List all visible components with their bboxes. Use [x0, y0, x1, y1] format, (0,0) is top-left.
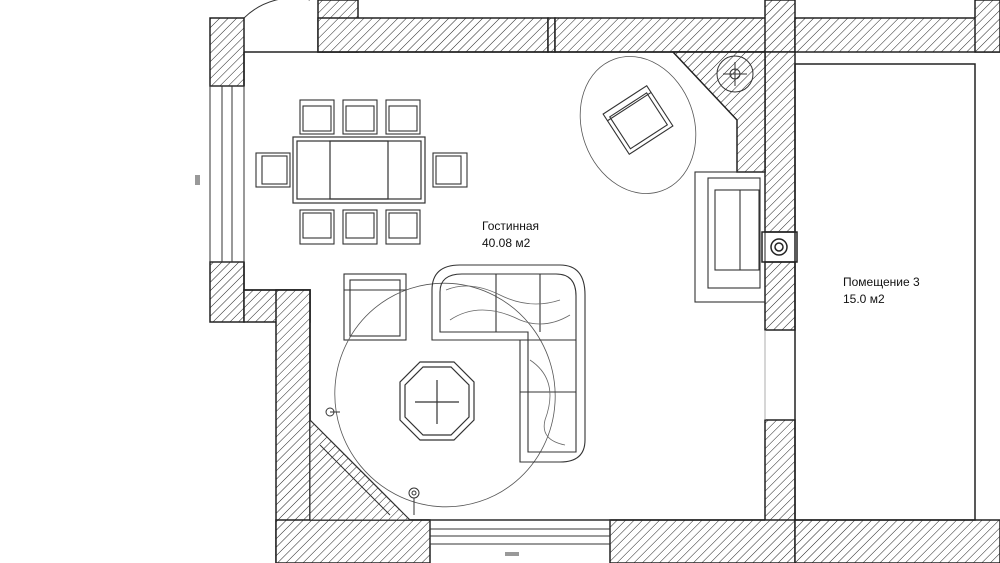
window-left-marker: [195, 175, 200, 185]
armchair-left: [343, 273, 407, 341]
chair-top-1: [299, 99, 335, 135]
window-bottom: [429, 519, 611, 545]
coffee-table-octagon: [399, 361, 475, 441]
chair-bottom-1: [299, 209, 335, 245]
stair-niche: [309, 418, 412, 521]
window-bottom-marker: [505, 552, 519, 556]
wall-left-lower: [209, 261, 245, 323]
room-area: 15.0 м2: [843, 292, 885, 306]
armchair-right-wall: [694, 171, 766, 303]
wall-bottom-far: [794, 519, 1000, 563]
room-label-living: Гостинная 40.08 м2: [482, 218, 539, 252]
room-name: Помещение 3: [843, 275, 920, 289]
chair-left: [255, 152, 291, 188]
dining-table: [292, 136, 426, 204]
wall-top-right: [554, 17, 796, 53]
wall-top-far-right: [794, 17, 1000, 53]
room-label-room3: Помещение 3 15.0 м2: [843, 274, 920, 308]
wall-right-lower: [764, 261, 796, 331]
floor-lamp-small-1: [325, 407, 340, 417]
chair-top-2: [342, 99, 378, 135]
floor-lamp-small-2: [408, 487, 420, 515]
room-area: 40.08 м2: [482, 236, 531, 250]
chair-bottom-3: [385, 209, 421, 245]
wall-top-left: [209, 17, 245, 87]
chimney: [761, 231, 798, 263]
wall-right-upper: [764, 51, 796, 233]
chair-right: [432, 152, 468, 188]
wall-top-far-right2: [974, 0, 1000, 53]
armchair-top-right: [579, 56, 697, 194]
door-arc-top: [243, 0, 310, 19]
corner-sofa: [431, 264, 586, 463]
wall-top-far: [764, 0, 796, 53]
wall-bottom-right: [609, 519, 796, 563]
chair-bottom-2: [342, 209, 378, 245]
wall-top-right-stub: [547, 17, 556, 53]
floor-lamp-corner: [716, 55, 754, 93]
chair-top-3: [385, 99, 421, 135]
wall-top-mid2: [317, 17, 549, 53]
wall-bottom-left: [275, 519, 431, 563]
wall-corner-topright: [671, 51, 766, 173]
dining-chairs: [255, 99, 468, 245]
rug-ellipse: [334, 282, 556, 508]
room-name: Гостинная: [482, 219, 539, 233]
window-left: [209, 85, 245, 263]
